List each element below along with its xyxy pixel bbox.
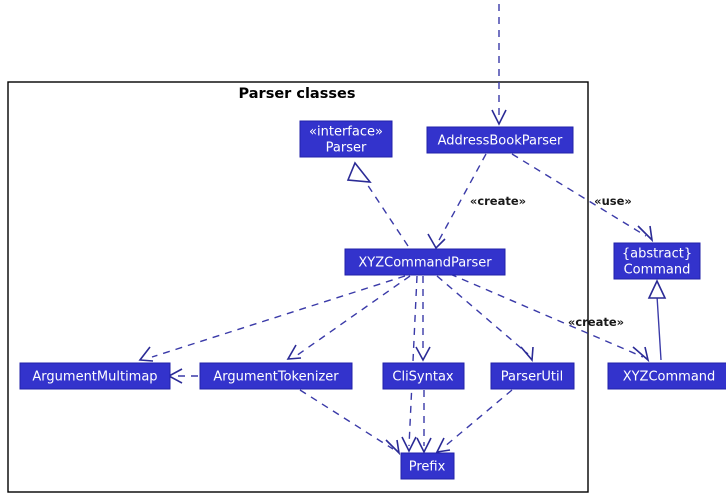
frame-border [7, 81, 589, 493]
edge-external-to-addressbookparser [491, 4, 507, 126]
argumentmultimap-name-label: ArgumentMultimap [32, 370, 157, 385]
edge-argumenttokenizer-to-prefix [299, 389, 401, 456]
edge-xyzcommandparser-to-xyzcommand: «create» [449, 273, 650, 363]
class-node-command[interactable]: {abstract} Command [613, 242, 701, 280]
addressbookparser-name-label: AddressBookParser [438, 134, 563, 149]
edge-xyzcommandparser-to-argumentmultimap [138, 275, 406, 362]
xyzcommand-name-label: XYZCommand [623, 370, 716, 385]
class-node-clisyntax[interactable]: CliSyntax [382, 362, 465, 390]
class-node-argumenttokenizer[interactable]: ArgumentTokenizer [199, 362, 353, 390]
class-node-argumentmultimap[interactable]: ArgumentMultimap [19, 362, 171, 390]
xyzcommand-box[interactable] [607, 362, 726, 390]
parser-stereotype-label: «interface» [309, 125, 383, 140]
class-node-xyzcommand[interactable]: XYZCommand [607, 362, 726, 390]
xyzcommandparser-name-label: XYZCommandParser [358, 256, 492, 271]
command-name-label: Command [624, 263, 691, 278]
prefix-name-label: Prefix [409, 460, 446, 475]
class-node-prefix[interactable]: Prefix [400, 452, 455, 480]
edge-addressbookparser-to-command: «use» [511, 153, 654, 243]
parserutil-box[interactable] [490, 362, 575, 390]
class-node-parser[interactable]: «interface» Parser [299, 120, 393, 158]
class-node-parserutil[interactable]: ParserUtil [490, 362, 575, 390]
clisyntax-name-label: CliSyntax [392, 370, 454, 385]
edge-xyzcommandparser-to-prefix [401, 275, 418, 453]
edge-argumenttokenizer-to-argumentmultimap [167, 368, 198, 384]
argumenttokenizer-name-label: ArgumentTokenizer [213, 370, 339, 385]
edge-xyzcommandparser-to-parserutil [436, 275, 534, 363]
clisyntax-box[interactable] [382, 362, 465, 390]
parser-box[interactable] [299, 120, 393, 158]
addressbookparser-box[interactable] [426, 126, 574, 154]
edge-xyzcommand-to-command [647, 279, 667, 361]
class-node-addressbookparser[interactable]: AddressBookParser [426, 126, 574, 154]
argumenttokenizer-box[interactable] [199, 362, 353, 390]
edge-xyzcommandparser-to-argumenttokenizer [286, 275, 411, 360]
edge-clisyntax-to-prefix [416, 390, 432, 454]
command-box[interactable] [613, 242, 701, 280]
command-abstract-label: {abstract} [622, 247, 692, 262]
frame-title: Parser classes [239, 86, 356, 102]
edge-xyzcommandparser-to-clisyntax [415, 276, 431, 362]
argumentmultimap-box[interactable] [19, 362, 171, 390]
edge-parserutil-to-prefix [435, 389, 513, 454]
class-node-xyzcommandparser[interactable]: XYZCommandParser [344, 248, 506, 276]
parserutil-name-label: ParserUtil [501, 370, 564, 385]
xyzcommandparser-box[interactable] [344, 248, 506, 276]
edge-label-create-parser: «create» [470, 194, 526, 208]
parser-name-label: Parser [326, 141, 367, 156]
parser-classes-frame: Parser classes [7, 81, 589, 493]
prefix-box[interactable] [400, 452, 455, 480]
edge-label-create-command: «create» [568, 315, 624, 329]
edge-addressbookparser-to-xyzcommandparser: «create» [427, 153, 526, 250]
edge-label-use-command: «use» [594, 194, 632, 208]
edge-xyzcommandparser-to-parser [346, 161, 409, 247]
